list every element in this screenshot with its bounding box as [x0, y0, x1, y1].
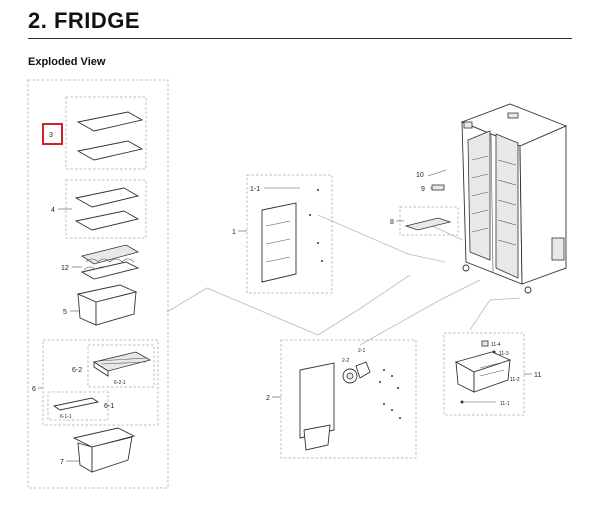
group-6-1-box — [47, 391, 109, 421]
callout-10: 10 — [416, 172, 424, 179]
callout-3: 3 — [49, 132, 53, 139]
callout-11-1: 11-1 — [500, 401, 510, 407]
glass-shelf-3b — [76, 140, 144, 161]
wine-rack-12: 12 — [61, 244, 140, 280]
callout-4: 4 — [51, 207, 55, 214]
highlight-box — [42, 123, 63, 145]
glass-shelf-4b — [74, 210, 140, 231]
callout-11-2: 11-2 — [510, 377, 520, 383]
top-parts-8-9-10: 8 9 10 — [390, 169, 459, 236]
group-6-box — [42, 339, 159, 426]
callout-8: 8 — [390, 219, 394, 226]
callout-2-2: 2-2 — [342, 358, 349, 364]
panel-group-2: 2-2 2-1 2 — [266, 339, 417, 459]
shelf-group-3: 3 — [42, 96, 147, 170]
lower-drawer-7: 7 — [60, 427, 136, 473]
connector-lines — [166, 214, 521, 346]
page-title: 2. FRIDGE — [28, 8, 141, 33]
glass-shelf-3a — [76, 111, 144, 132]
callout-1-1: 1-1 — [250, 186, 260, 193]
glass-shelf-4a — [74, 187, 140, 208]
callout-11-3: 11-3 — [499, 351, 509, 357]
group-2-box — [280, 339, 417, 459]
callout-6-1-1: 6-1-1 — [60, 414, 72, 420]
group-1-box — [246, 174, 333, 294]
callout-11: 11 — [534, 372, 541, 379]
panel-group-1: 1-1 1 — [232, 174, 333, 294]
shelf-group-3-box — [65, 96, 147, 170]
group-6-2-box — [87, 344, 155, 388]
callout-2: 2 — [266, 395, 270, 402]
ice-maker-group-11: 11-4 11-3 11-2 11-1 11 — [443, 332, 541, 416]
callout-6: 6 — [32, 386, 36, 393]
callout-5: 5 — [63, 309, 67, 316]
callout-6-1: 6-1 — [104, 403, 114, 410]
callout-1: 1 — [232, 229, 236, 236]
crisper-drawer-5: 5 — [63, 284, 138, 326]
interior-parts-group — [27, 79, 169, 489]
title-underline — [28, 38, 572, 39]
callout-9: 9 — [421, 186, 425, 193]
callout-7: 7 — [60, 459, 64, 466]
section-subtitle: Exploded View — [28, 56, 106, 68]
callout-6-2: 6-2 — [72, 367, 82, 374]
drawer-cover-group-6: 6-2 6-2-1 6-1 6-1-1 6 — [32, 339, 159, 426]
shelf-group-4-box — [65, 179, 147, 239]
shelf-group-4: 4 — [51, 179, 147, 239]
callout-6-2-1: 6-2-1 — [114, 380, 126, 386]
callout-12: 12 — [61, 265, 69, 272]
callout-11-4: 11-4 — [491, 342, 501, 348]
fridge-cabinet — [460, 103, 568, 294]
callout-2-1: 2-1 — [358, 348, 365, 354]
